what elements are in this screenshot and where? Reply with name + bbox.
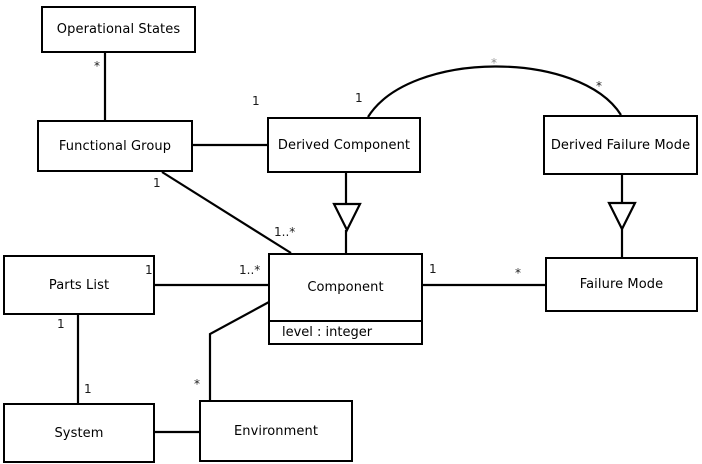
multiplicity-label-fg-component-onestar: 1..* [274, 225, 296, 239]
generalization-arrow-derivedcomponent-generalization-component [332, 202, 362, 233]
multiplicity-label-derivedcomp-arc-one: 1 [355, 91, 363, 105]
class-name-derived-component: Derived Component [277, 137, 411, 153]
uml-class-operational-states[interactable]: Operational States [41, 6, 196, 53]
class-name-failure-mode: Failure Mode [579, 277, 664, 292]
uml-class-derived-failure-mode[interactable]: Derived Failure Mode [543, 115, 698, 175]
edge-functionalgroup-to-component[interactable] [161, 171, 292, 254]
generalization-arrow-derivedfailuremode-generalization-failuremode [607, 201, 637, 232]
multiplicity-label-fg-component-one: 1 [153, 176, 161, 190]
uml-class-functional-group[interactable]: Functional Group [37, 120, 193, 172]
uml-class-component[interactable]: Component level : integer [268, 253, 423, 345]
multiplicity-label-arc-apex-star: * [491, 56, 497, 70]
class-attribute-component: level : integer [270, 320, 421, 343]
uml-class-parts-list[interactable]: Parts List [3, 255, 155, 315]
class-name-operational-states: Operational States [56, 22, 181, 37]
uml-class-failure-mode[interactable]: Failure Mode [545, 257, 698, 312]
multiplicity-label-derivedfm-arc-star: * [596, 79, 602, 93]
uml-class-derived-component[interactable]: Derived Component [267, 117, 421, 173]
class-name-system: System [54, 425, 104, 441]
multiplicity-label-failuremode-star: * [515, 266, 521, 280]
edge-component-to-environment[interactable] [208, 301, 270, 400]
multiplicity-label-partslist-system-one: 1 [57, 317, 65, 331]
multiplicity-label-component-assoc-onestar: 1..* [239, 263, 261, 277]
multiplicity-label-opstates-fg-star: * [94, 59, 100, 73]
multiplicity-label-fg-derivedcomp-one: 1 [252, 94, 260, 108]
multiplicity-label-component-fm-one: 1 [429, 262, 437, 276]
uml-class-environment[interactable]: Environment [199, 400, 353, 462]
class-name-derived-failure-mode: Derived Failure Mode [550, 137, 691, 153]
edge-derivedcomponent-arc-derivedfailuremode[interactable] [367, 65, 622, 118]
class-name-functional-group: Functional Group [58, 138, 172, 154]
class-name-component: Component [307, 280, 384, 295]
class-name-environment: Environment [233, 423, 319, 439]
multiplicity-label-environment-star: * [194, 377, 200, 391]
multiplicity-label-system-partslist-one: 1 [84, 382, 92, 396]
class-name-parts-list: Parts List [48, 277, 110, 293]
uml-class-system[interactable]: System [3, 403, 155, 463]
multiplicity-label-partslist-assoc-one: 1 [145, 263, 153, 277]
